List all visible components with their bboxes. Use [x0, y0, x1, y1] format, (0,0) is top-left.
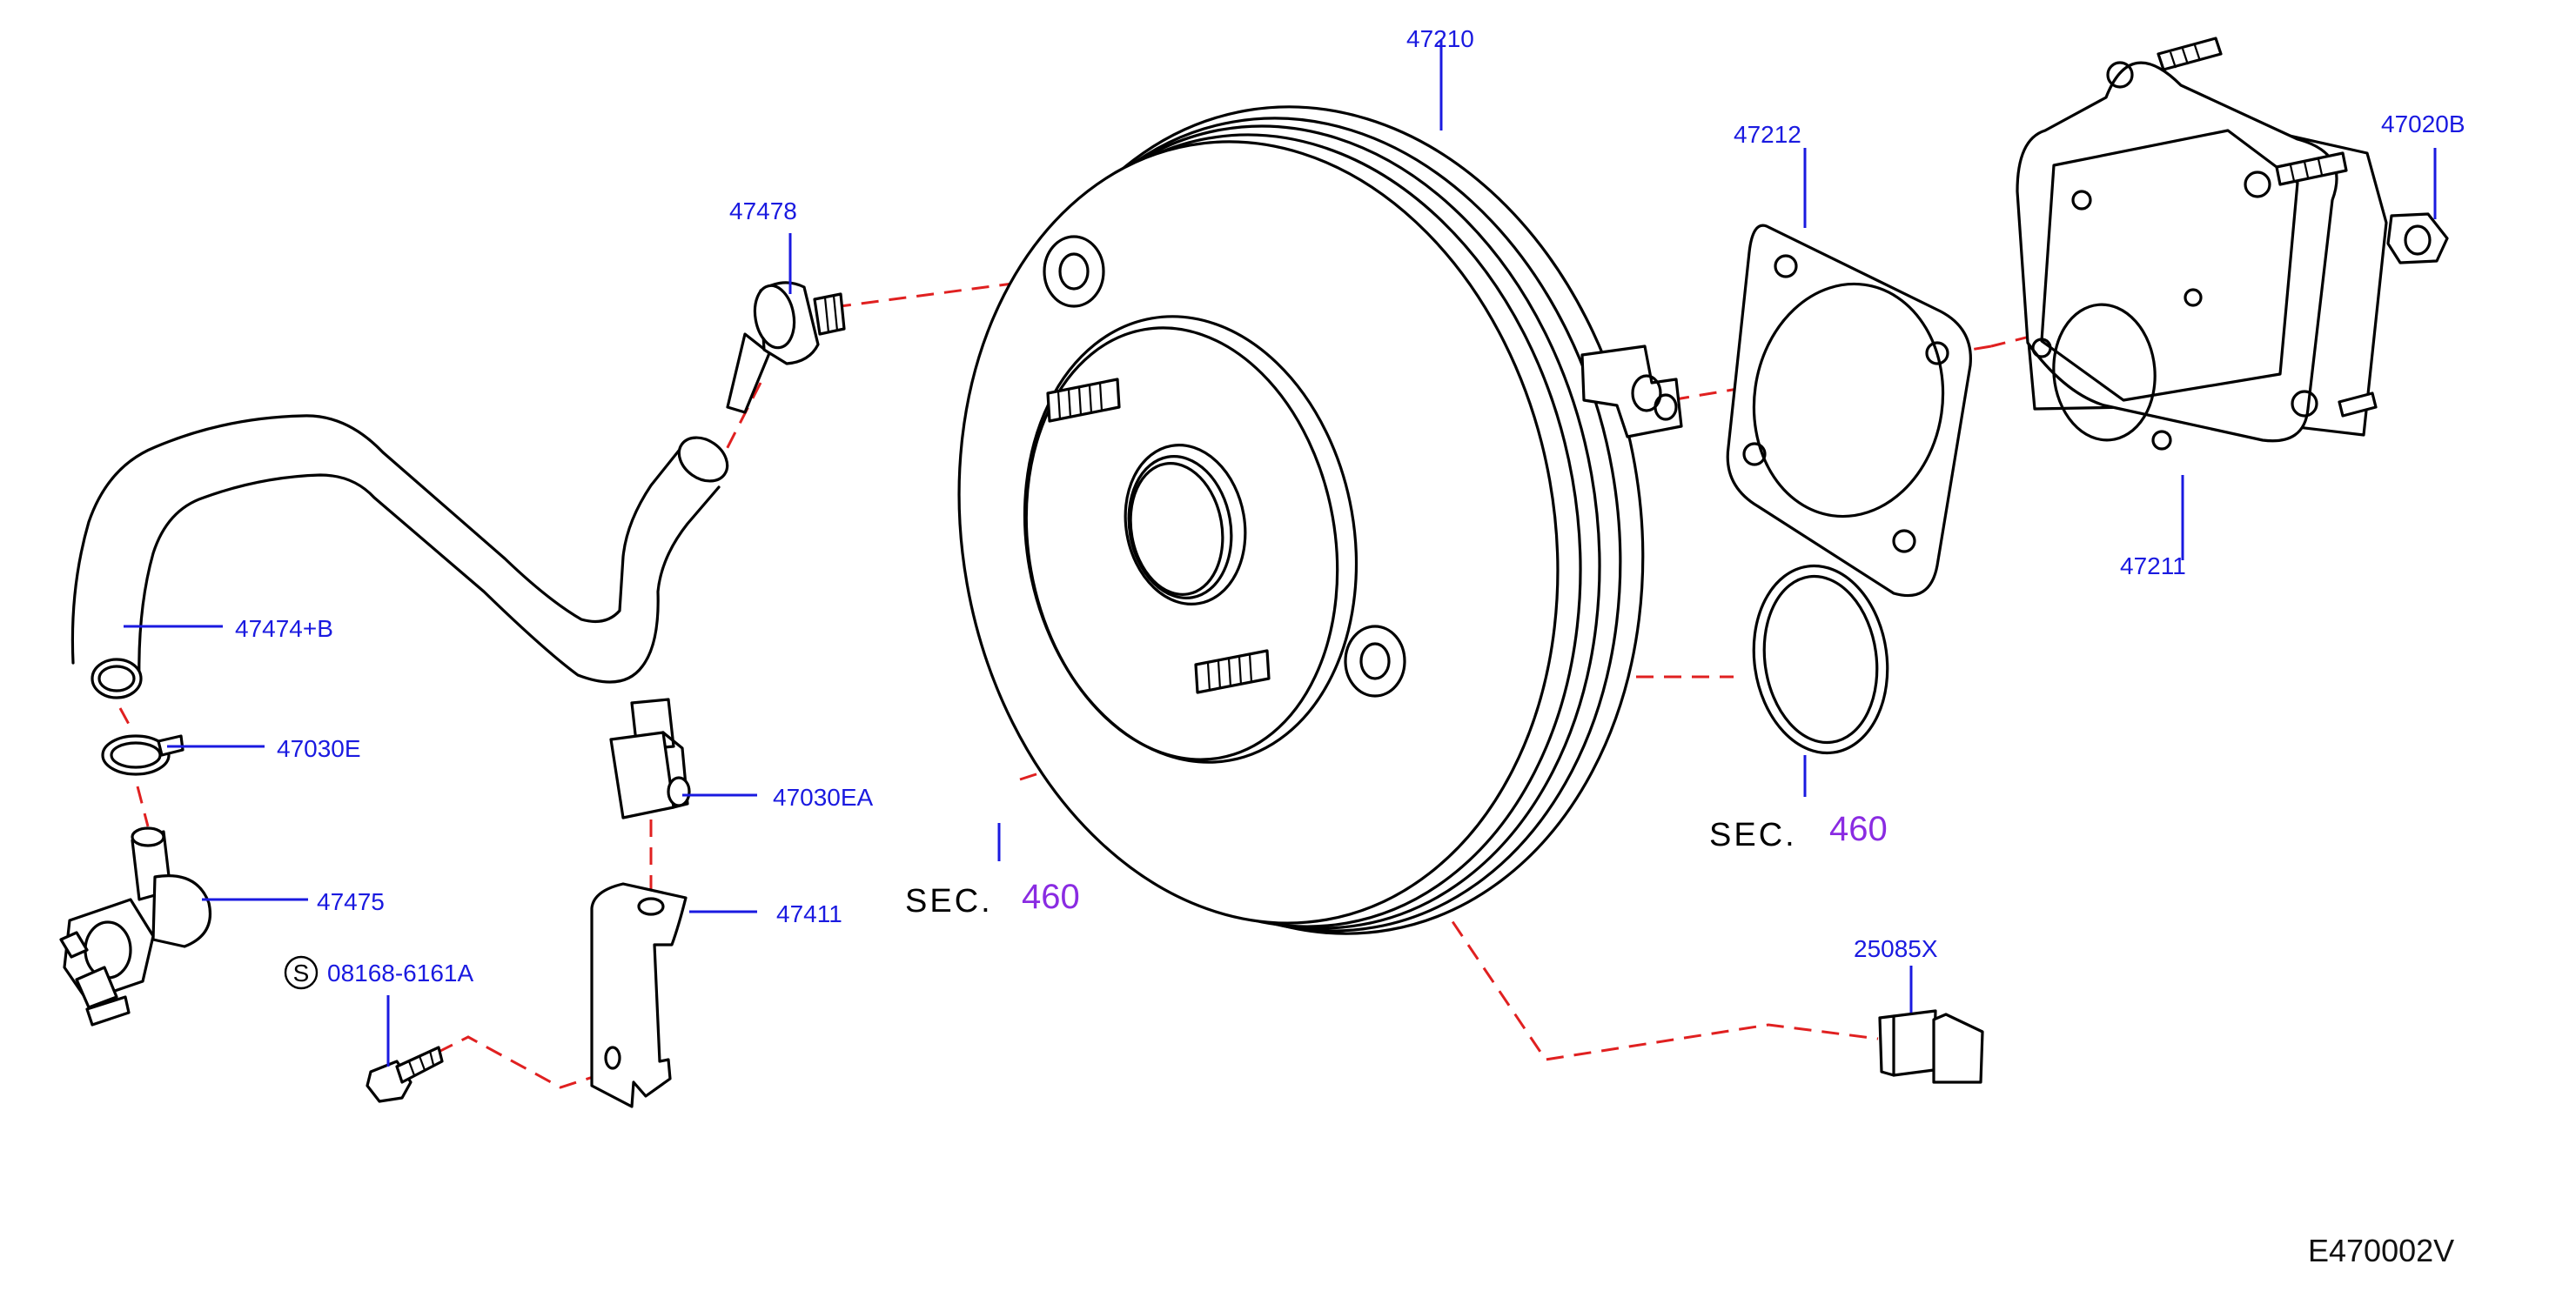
- diagram-code: E470002V: [2308, 1233, 2454, 1268]
- stud-lower: [1194, 649, 1271, 694]
- dash-clamp-to-valve: [136, 786, 150, 827]
- label-08168-6161A: 08168-6161A: [327, 960, 473, 987]
- label-47020B: 47020B: [2381, 110, 2465, 137]
- leader-lines: [124, 40, 2437, 1067]
- label-47211: 47211: [2120, 552, 2186, 579]
- label-47030E: 47030E: [277, 735, 361, 762]
- stud-upper: [1046, 378, 1121, 423]
- dash-hose-to-clamp: [118, 707, 132, 728]
- dash-bolt-to-bracket: [436, 1035, 610, 1089]
- o-ring: [1752, 564, 1889, 755]
- part-labels: 47210 47212 47020B 47211 47478 47474+B 4…: [235, 25, 2465, 987]
- section-ref-number: 460: [1829, 810, 1888, 848]
- standard-part-symbol: S: [284, 955, 319, 990]
- section-ref-1: SEC. 460: [905, 878, 1080, 920]
- dash-47478-to-hose: [720, 382, 762, 460]
- brake-booster: [957, 105, 1683, 935]
- mounting-plate: [2016, 37, 2388, 451]
- label-47474B: 47474+B: [235, 615, 333, 642]
- label-25085X: 25085X: [1854, 935, 1938, 962]
- hose-clip: [609, 698, 691, 819]
- label-47030EA: 47030EA: [773, 784, 874, 811]
- bolt: [366, 1046, 444, 1103]
- label-47411: 47411: [776, 900, 842, 927]
- section-ref-word: SEC.: [1709, 817, 1797, 853]
- section-ref-2: SEC. 460: [1709, 810, 1888, 853]
- hose-clamp: [101, 734, 184, 776]
- label-47478: 47478: [729, 197, 797, 224]
- label-47210: 47210: [1406, 25, 1474, 52]
- flange-nut: [2386, 212, 2449, 264]
- dash-47478-to-booster: [833, 275, 1066, 309]
- bracket: [590, 882, 688, 1108]
- section-ref-number: 460: [1022, 878, 1080, 916]
- hose-connector: [59, 826, 211, 1027]
- gasket: [1726, 224, 1972, 598]
- dash-switch-route: [1287, 666, 1879, 1061]
- check-valve: [726, 281, 846, 414]
- label-47475: 47475: [317, 888, 385, 915]
- section-ref-word: SEC.: [905, 883, 993, 920]
- vacuum-hose: [70, 414, 729, 699]
- label-47212: 47212: [1734, 121, 1801, 148]
- standard-part-letter: S: [293, 960, 310, 987]
- stop-lamp-switch: [1878, 1009, 1984, 1084]
